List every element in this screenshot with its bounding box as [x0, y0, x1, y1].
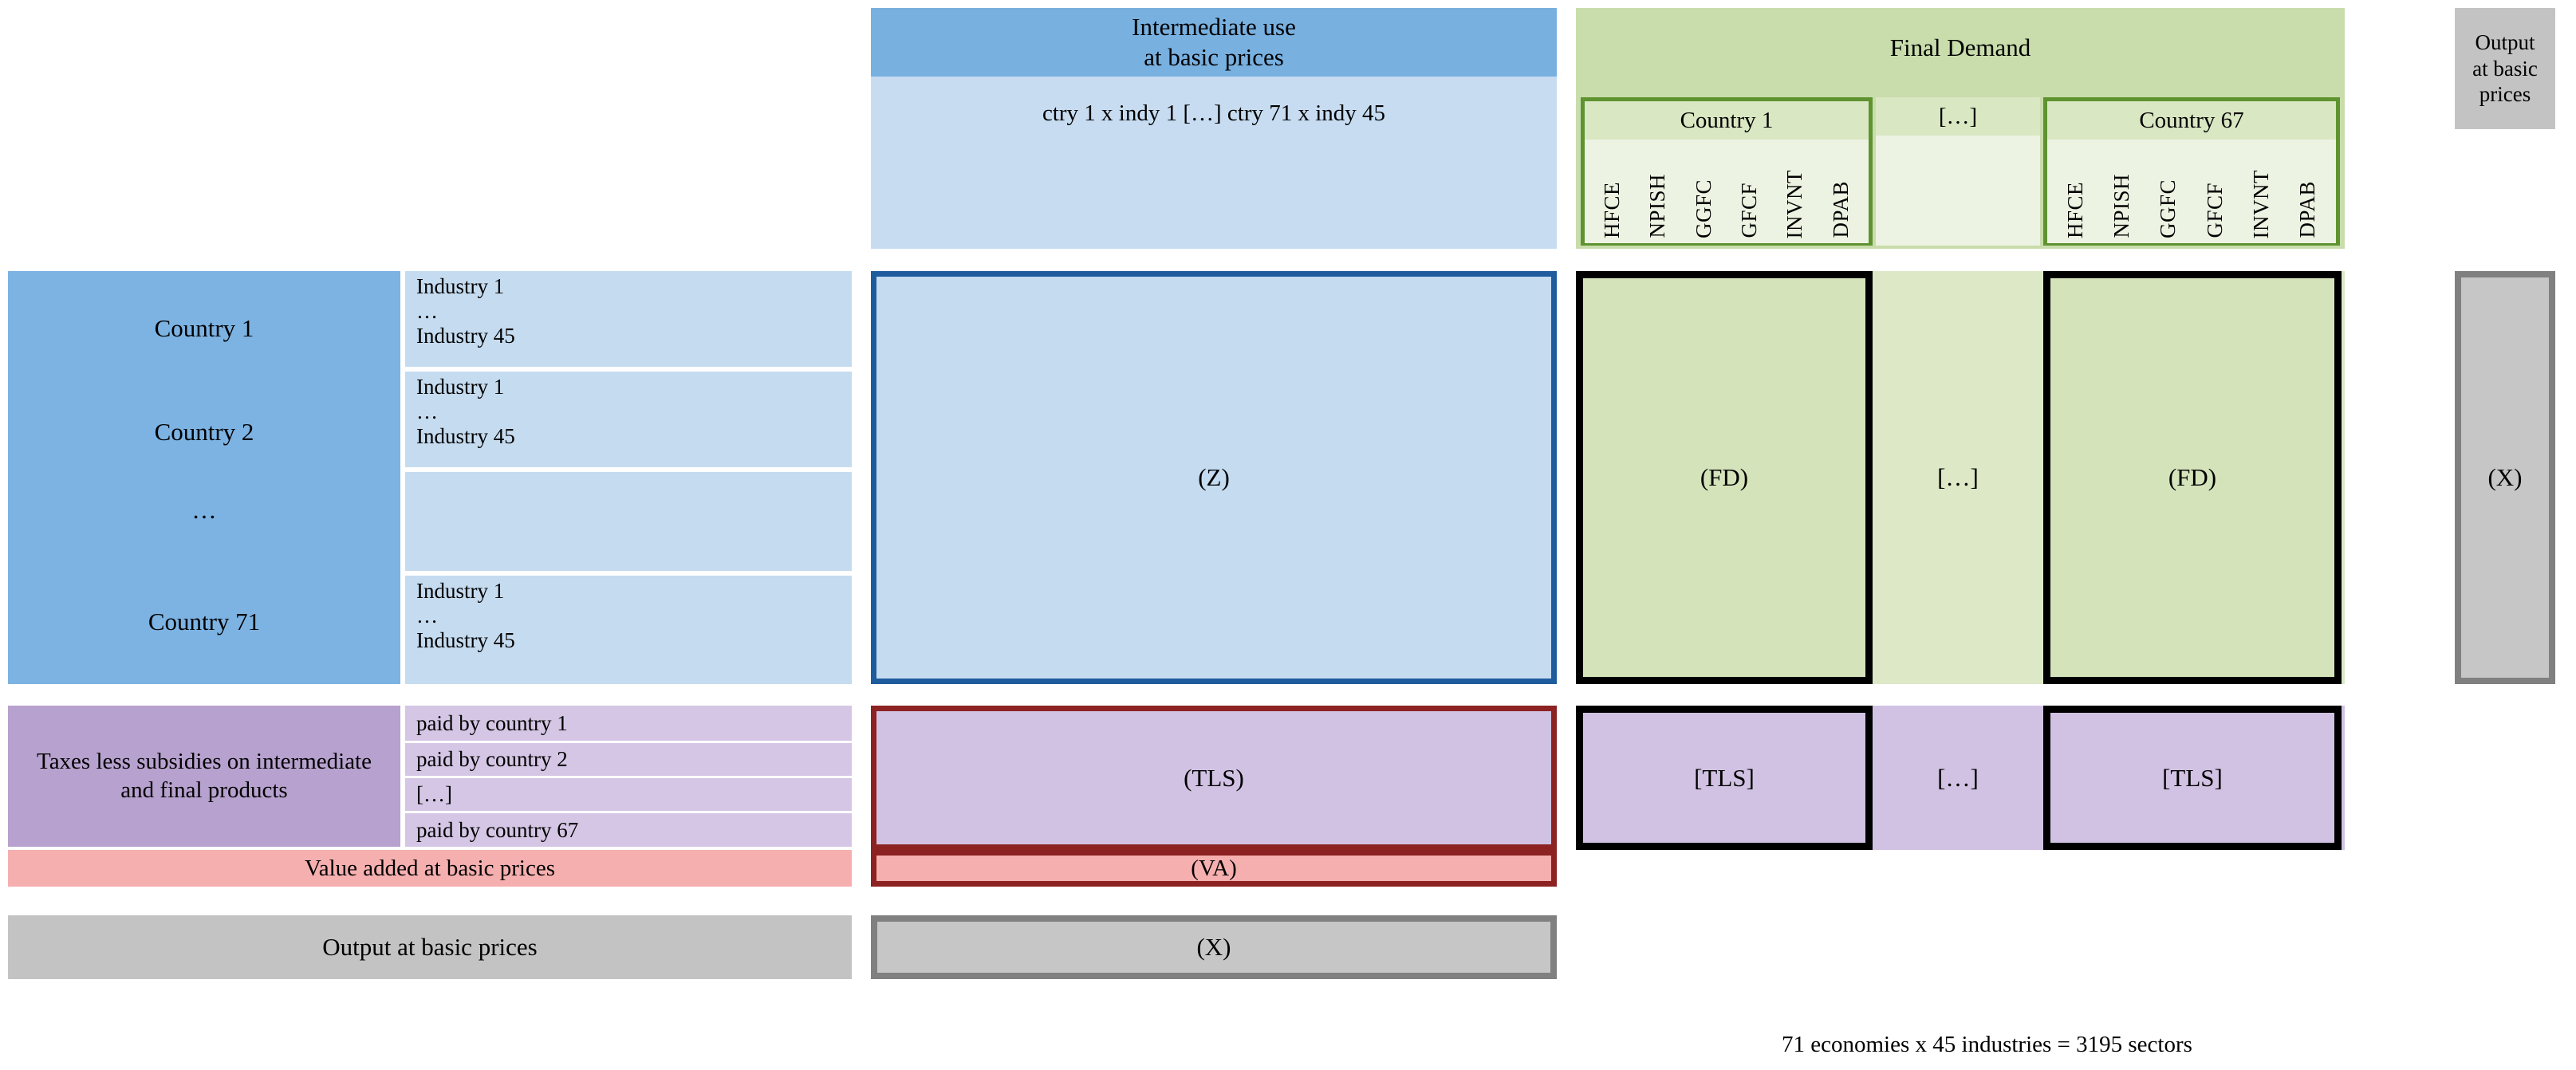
fd-component-gfcf: GFCF: [1737, 183, 1762, 238]
footnote: 71 economies x 45 industries = 3195 sect…: [1782, 1031, 2192, 1057]
cell-final-demand-country-1: (FD): [1576, 271, 1873, 684]
row-industry-1-first: Industry 1: [416, 274, 505, 298]
tls-paid-by-country-2: paid by country 2: [405, 743, 852, 776]
tls-row-label: Taxes less subsidies on intermediate and…: [8, 706, 400, 847]
value-added-row-label: Value added at basic prices: [8, 850, 852, 887]
row-country-1-label: Country 1: [154, 314, 254, 342]
cell-tls-fd-67-label: [TLS]: [2162, 763, 2223, 792]
cell-fd-1-label: (FD): [1700, 463, 1749, 491]
row-country-71-label: Country 71: [148, 608, 261, 635]
fd-component-dpab: DPAB: [1828, 181, 1853, 238]
fd-component-invnt-67: INVNT: [2248, 169, 2273, 238]
output-header-line3: prices: [2479, 82, 2531, 107]
intermediate-use-header: Intermediate use at basic prices: [871, 8, 1557, 77]
fd-component-hfce-67: HFCE: [2062, 181, 2087, 238]
fd-component-ggfc-67: GGFC: [2156, 179, 2180, 238]
cell-tls-main: (TLS): [871, 706, 1557, 850]
intermediate-use-line1: Intermediate use: [1132, 13, 1296, 41]
row-industry-71-last: Industry 45: [416, 628, 515, 652]
cell-output-x-column: (X): [2455, 271, 2555, 684]
row-industry-2-first: Industry 1: [416, 375, 505, 399]
row-industry-2-ellipsis: …: [416, 399, 438, 423]
final-demand-title: Final Demand: [1889, 33, 2031, 61]
cell-tls-fd-ellipsis: […]: [1937, 763, 1979, 792]
row-industry-2-last: Industry 45: [416, 424, 515, 448]
output-header-line1: Output: [2475, 30, 2535, 54]
output-column-header: Output at basic prices: [2455, 8, 2555, 129]
tls-paid-by-country-1: paid by country 1: [405, 706, 852, 741]
cell-va-main-label: (VA): [1191, 855, 1237, 881]
fd-header-group-ellipsis: […]: [1876, 97, 2040, 136]
cell-tls-fd-1-label: [TLS]: [1694, 763, 1755, 792]
row-country-ellipsis: …: [191, 496, 217, 524]
cell-va-main: (VA): [871, 850, 1557, 887]
row-country-2-label: Country 2: [154, 418, 254, 446]
fd-component-ggfc: GGFC: [1691, 179, 1715, 238]
cell-z-label: (Z): [1198, 463, 1230, 491]
output-header-line2: at basic: [2472, 56, 2538, 81]
row-industry-1-last: Industry 45: [416, 324, 515, 348]
fd-component-invnt: INVNT: [1782, 169, 1807, 238]
fd-component-npish: NPISH: [1645, 174, 1670, 238]
fd-component-gfcf-67: GFCF: [2202, 183, 2227, 238]
output-column-header-text: Output at basic prices: [2472, 30, 2538, 108]
row-country-column: Country 1 Country 2 … Country 71: [8, 271, 400, 684]
fd-header-country-1-components: HFCE NPISH GGFC GFCF INVNT DPAB: [1585, 140, 1869, 243]
row-industry-71-first: Industry 1: [416, 579, 505, 603]
cell-tls-fd-country-67: [TLS]: [2043, 706, 2342, 850]
row-industry-1-ellipsis: …: [416, 299, 438, 323]
cell-final-demand-country-67: (FD): [2043, 271, 2342, 684]
intermediate-use-line2: at basic prices: [1144, 43, 1284, 71]
fd-header-group-country-67: Country 67 HFCE NPISH GGFC GFCF INVNT DP…: [2043, 97, 2340, 246]
row-industry-group-1: Industry 1 … Industry 45: [405, 271, 852, 367]
cell-final-demand-ellipsis: […]: [1937, 463, 1979, 491]
intermediate-use-header-text: Intermediate use at basic prices: [1132, 12, 1296, 73]
cell-x-right-label: (X): [2487, 463, 2523, 491]
cell-x-bottom-label: (X): [1196, 933, 1231, 961]
tls-paid-by-country-67: paid by country 67: [405, 813, 852, 847]
row-industry-group-71: Industry 1 … Industry 45: [405, 576, 852, 684]
cell-tls-main-label: (TLS): [1184, 763, 1244, 792]
output-row-label: Output at basic prices: [8, 915, 852, 979]
cell-output-x-bottom: (X): [871, 915, 1557, 979]
row-industry-group-2: Industry 1 … Industry 45: [405, 372, 852, 467]
row-industry-71-ellipsis: …: [416, 604, 438, 627]
fd-component-dpab-67: DPAB: [2295, 181, 2320, 238]
intermediate-use-columns-band: ctry 1 x indy 1 […] ctry 71 x indy 45: [871, 77, 1557, 249]
cell-tls-fd-country-1: [TLS]: [1576, 706, 1873, 850]
tls-row-label-text: Taxes less subsidies on intermediate and…: [37, 749, 372, 803]
fd-component-hfce: HFCE: [1600, 181, 1625, 238]
tls-paid-by-ellipsis: […]: [405, 778, 852, 811]
intermediate-use-columns-label: ctry 1 x indy 1 […] ctry 71 x indy 45: [1042, 100, 1386, 126]
row-industry-group-ellipsis: [405, 472, 852, 571]
fd-header-country-67-components: HFCE NPISH GGFC GFCF INVNT DPAB: [2047, 140, 2336, 243]
fd-component-npish-67: NPISH: [2109, 174, 2133, 238]
cell-fd-67-label: (FD): [2168, 463, 2217, 491]
fd-header-country-67-label: Country 67: [2047, 101, 2336, 140]
fd-header-ellipsis-body: [1876, 136, 2040, 246]
fd-header-country-1-label: Country 1: [1585, 101, 1869, 140]
cell-intermediate-use-z: (Z): [871, 271, 1557, 684]
fd-header-group-country-1: Country 1 HFCE NPISH GGFC GFCF INVNT DPA…: [1581, 97, 1873, 246]
